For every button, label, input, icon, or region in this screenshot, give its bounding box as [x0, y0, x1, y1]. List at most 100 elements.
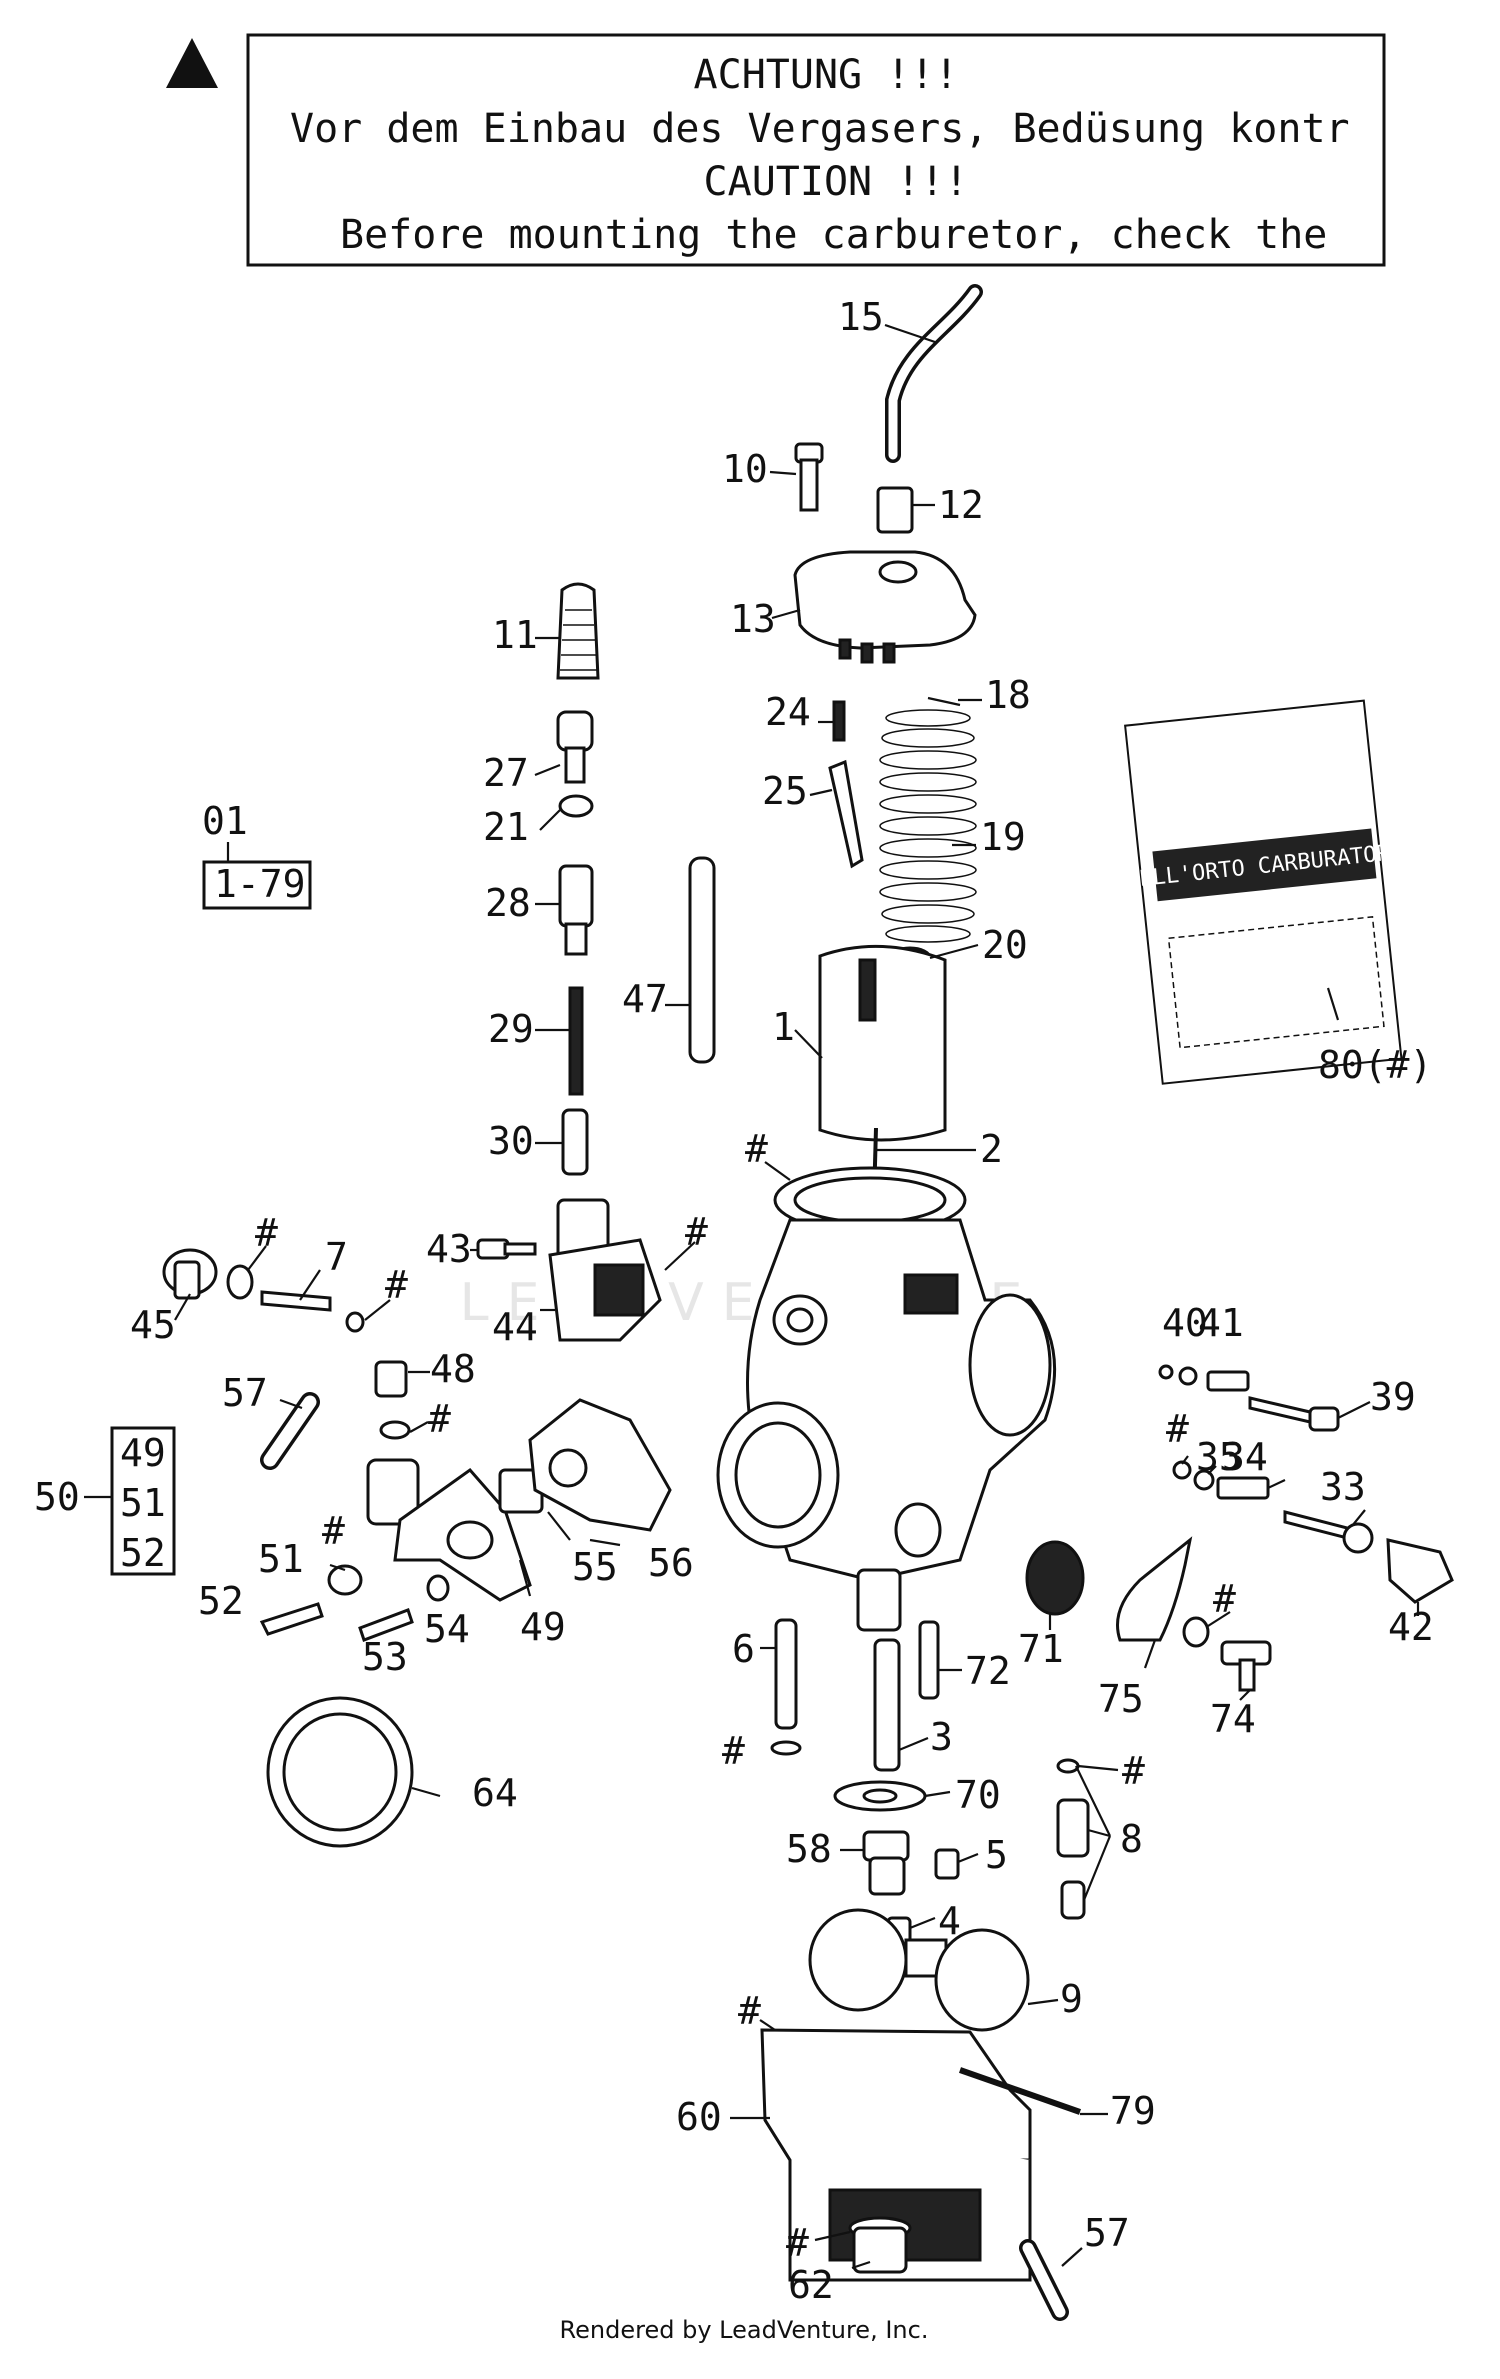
warning-triangle-icon — [166, 38, 218, 88]
callout-label: 80(#) — [1318, 1043, 1432, 1087]
callout-label: 13 — [730, 597, 776, 641]
callout-label: 52 — [198, 1579, 244, 1623]
warning-line-2: Vor dem Einbau des Vergasers, Bedüsung k… — [290, 106, 1350, 152]
callout-label: 29 — [488, 1007, 534, 1051]
callout-label: # — [385, 1263, 408, 1307]
callout-label: 58 — [786, 1827, 832, 1871]
callout-label: 4 — [938, 1899, 961, 1943]
callout-label: 19 — [980, 815, 1026, 859]
callout-label: 30 — [488, 1119, 534, 1163]
callout-label: 35 — [1196, 1435, 1242, 1479]
part-45-cap — [162, 1248, 218, 1300]
callout-label: 57 — [222, 1371, 268, 1415]
group-50-item: 49 — [120, 1431, 166, 1475]
callout-label: 45 — [130, 1303, 176, 1347]
part-40-spring — [1206, 1370, 1250, 1392]
part-53-screw — [358, 1608, 414, 1642]
part-9-float — [808, 1908, 1030, 2032]
callout-label: 10 — [722, 447, 768, 491]
part-8-float-valve — [1056, 1758, 1090, 1920]
part-71-disc — [1025, 1540, 1085, 1616]
part-52-screw — [259, 1602, 324, 1636]
callout-label: 34 — [1222, 1435, 1268, 1479]
callout-label: 2 — [980, 1127, 1003, 1171]
part-21-nut — [558, 794, 594, 818]
kit-code: 01 — [202, 799, 248, 843]
callout-label: 55 — [572, 1545, 618, 1589]
callout-label: # — [322, 1509, 345, 1553]
callout-label: 41 — [1198, 1301, 1244, 1345]
part-43-bolt — [476, 1238, 537, 1260]
part-24-pin — [832, 700, 846, 742]
callout-label: 39 — [1370, 1375, 1416, 1419]
callout-label: # — [1166, 1407, 1189, 1451]
part-75-elbow — [1116, 1536, 1193, 1642]
callout-label: 54 — [424, 1607, 470, 1651]
kit-range: 1-79 — [214, 862, 306, 906]
callout-label: 27 — [483, 751, 529, 795]
callout-label: 53 — [362, 1635, 408, 1679]
part-42-knob — [1386, 1538, 1454, 1604]
callout-label: 33 — [1320, 1465, 1366, 1509]
part-34-spring — [1216, 1476, 1270, 1500]
callout-label: # — [738, 1989, 761, 2033]
callout-label: 28 — [485, 881, 531, 925]
warning-line-3: CAUTION !!! — [704, 159, 969, 205]
callout-label: 24 — [765, 690, 811, 734]
part-10-bolt — [794, 442, 824, 512]
callout-label: 44 — [492, 1305, 538, 1349]
callout-label: # — [428, 1397, 451, 1441]
callout-label: # — [1122, 1749, 1145, 1793]
part-19-spring — [879, 709, 977, 943]
callout-label: # — [255, 1211, 278, 1255]
carburetor-body — [716, 1166, 1057, 1632]
part-13-cover — [793, 550, 977, 664]
part-39-screw — [1248, 1396, 1340, 1432]
part-27-adjuster — [556, 710, 594, 784]
part-5-screw — [934, 1848, 960, 1880]
footer-credit: Rendered by LeadVenture, Inc. — [560, 2316, 929, 2344]
part-56-diaphragm — [528, 1398, 672, 1532]
callout-label: 15 — [838, 295, 884, 339]
callout-label: # — [745, 1127, 768, 1171]
callout-label: 3 — [930, 1715, 953, 1759]
callout-label: 7 — [325, 1235, 348, 1279]
part-49-pump-body — [366, 1458, 532, 1602]
callout-label: 72 — [965, 1649, 1011, 1693]
callout-label: 21 — [483, 805, 529, 849]
callout-label: 70 — [955, 1773, 1001, 1817]
callout-label: 40 — [1162, 1301, 1208, 1345]
callout-label: 1 — [772, 1005, 795, 1049]
callout-label: 18 — [985, 673, 1031, 717]
callout-label: 49 — [520, 1605, 566, 1649]
callout-label: 11 — [492, 613, 538, 657]
group-50-label: 50 — [34, 1475, 80, 1519]
part-72-jet — [918, 1620, 940, 1700]
callout-label: 60 — [676, 2095, 722, 2139]
warning-line-1: ACHTUNG !!! — [694, 52, 959, 98]
callout-label: 79 — [1110, 2089, 1156, 2133]
warning-line-4: Before mounting the carburetor, check th… — [340, 212, 1327, 258]
part-11-rubber-cap — [556, 582, 600, 680]
callout-label: 43 — [426, 1227, 472, 1271]
part-30-jet — [561, 1108, 589, 1176]
callout-label: 48 — [430, 1347, 476, 1391]
group-50-item: 51 — [120, 1481, 166, 1525]
group-50-item: 52 — [120, 1531, 166, 1575]
part-29-rod — [568, 986, 584, 1096]
part-48-plug — [374, 1360, 408, 1398]
part-28-tube — [558, 864, 594, 956]
part-64-clamp-ring — [266, 1696, 414, 1848]
part-80-logo-card: DELL'ORTO CARBURATORI — [1124, 699, 1404, 1085]
callout-label: 42 — [1388, 1605, 1434, 1649]
callout-label: 12 — [938, 483, 984, 527]
part-47-rod — [688, 856, 716, 1064]
leader-lines — [174, 323, 1420, 2270]
part-12-nut — [876, 486, 914, 534]
part-33-screw — [1283, 1510, 1374, 1554]
callout-label: # — [786, 2221, 809, 2265]
callout-label: 62 — [788, 2263, 834, 2307]
